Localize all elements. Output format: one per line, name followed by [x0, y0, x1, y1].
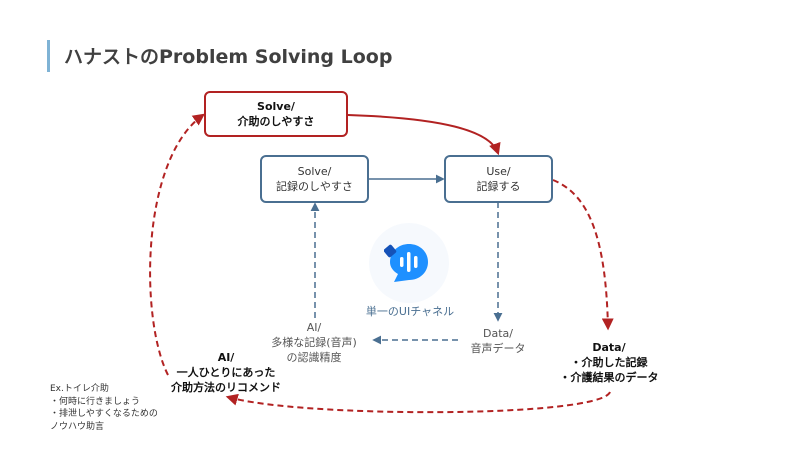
node-solve-care: Solve/ 介助のしやすさ	[204, 91, 348, 137]
arrow-solve-care-to-use	[347, 114, 501, 156]
node-solve-care-line1: Solve/	[257, 100, 295, 113]
arrow-use-to-data-care	[552, 179, 614, 331]
node-solve-record-line1: Solve/	[297, 165, 332, 178]
example-note-line2: ・何時に行きましょう	[50, 396, 141, 407]
node-ai-recommend-line1: AI/	[217, 351, 235, 364]
node-data-care-line1: Data/	[592, 341, 626, 354]
node-data-voice-line2: 音声データ	[470, 342, 526, 355]
node-solve-care-line2: 介助のしやすさ	[237, 115, 315, 128]
node-solve-record-line2: 記録のしやすさ	[276, 180, 353, 193]
arrow-ai-recommend-to-solve-care	[149, 113, 205, 376]
node-ai-accuracy-line1: AI/	[306, 321, 322, 334]
node-data-care-line2: ・介助した記録	[570, 356, 648, 369]
chat-bubble-waveform-icon	[384, 244, 428, 282]
page-title: ハナストのProblem Solving Loop	[64, 46, 393, 68]
example-note-line3: ・排泄しやすくなるための	[50, 409, 158, 419]
node-ai-recommend: AI/ 一人ひとりにあった 介助方法のリコメンド	[160, 350, 292, 395]
node-use-record: Use/ 記録する	[444, 155, 553, 203]
title-accent-bar	[47, 40, 50, 72]
example-note: Ex.トイレ介助 ・何時に行きましょう ・排泄しやすくなるための ノウハウ助言	[50, 383, 158, 433]
example-note-line4: ノウハウ助言	[50, 421, 105, 432]
node-data-voice: Data/ 音声データ	[455, 326, 541, 356]
node-use-record-line1: Use/	[486, 165, 511, 178]
node-ai-accuracy-line3: の認識精度	[286, 351, 342, 364]
center-logo-caption: 単一のUIチャネル	[365, 305, 455, 318]
node-solve-record: Solve/ 記録のしやすさ	[260, 155, 369, 203]
node-data-voice-line1: Data/	[483, 327, 513, 340]
arrow-data-care-to-ai-recommend	[225, 391, 611, 414]
node-use-record-line2: 記録する	[476, 180, 521, 193]
node-ai-accuracy-line2: 多様な記録(音声)	[271, 336, 357, 349]
example-note-line1: Ex.トイレ介助	[50, 384, 109, 394]
node-ai-recommend-line2: 一人ひとりにあった	[176, 366, 276, 379]
node-ai-recommend-line3: 介助方法のリコメンド	[171, 381, 281, 394]
node-data-care-line3: ・介護結果のデータ	[559, 371, 659, 384]
node-data-care: Data/ ・介助した記録 ・介護結果のデータ	[548, 340, 670, 385]
node-ai-accuracy: AI/ 多様な記録(音声) の認識精度	[255, 320, 373, 365]
